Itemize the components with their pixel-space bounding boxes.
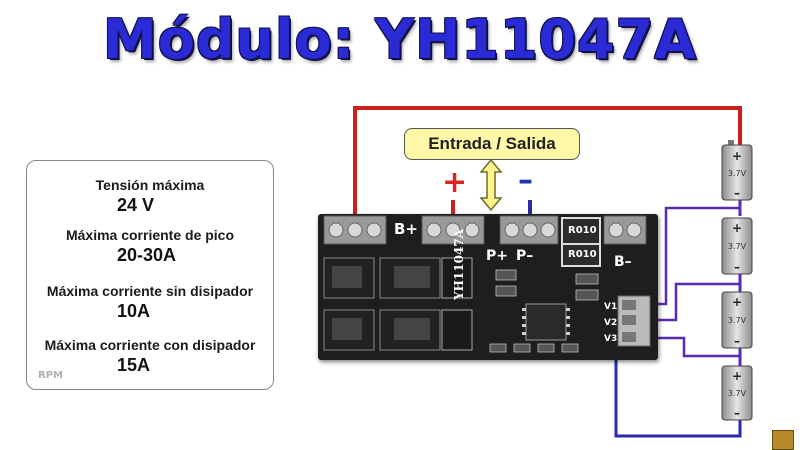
label-b-plus: B+ (394, 220, 419, 238)
label-v1: V1 (604, 302, 618, 312)
spec-label: Máxima corriente sin disipador (46, 283, 254, 299)
spec-value: 10A (117, 301, 151, 321)
minus-symbol: – (518, 163, 533, 198)
shunt-resistor-1 (561, 217, 601, 245)
spec-value: 24 V (117, 195, 155, 215)
bms-board: B+ P+ P– B– YH11047A R010 R010 V1 V2 V3 (318, 214, 658, 360)
spec-value: 20-30A (117, 245, 177, 265)
watermark: RPM (38, 370, 63, 381)
label-v3: V3 (604, 334, 618, 344)
balance-wire-1 (650, 206, 740, 306)
controller-ic (525, 303, 567, 341)
board-graphic (323, 215, 651, 353)
input-output-label: Entrada / Salida (404, 128, 580, 160)
spec-current-heatsink: Máxima corriente con disipador 15A (27, 337, 273, 376)
board-model: YH11047A (452, 229, 466, 300)
spec-value: 15A (117, 355, 151, 375)
label-v2: V2 (604, 318, 618, 328)
spec-max-voltage: Tensión máxima 24 V (27, 177, 273, 216)
channel-logo-icon (772, 430, 794, 450)
specs-panel: Tensión máxima 24 V Máxima corriente de … (26, 160, 274, 390)
balance-wire-2 (650, 282, 740, 322)
label-p-minus: P– (516, 248, 534, 264)
spec-label: Máxima corriente con disipador (44, 337, 256, 353)
resistor-code-1: R010 (568, 225, 597, 236)
label-p-plus: P+ (486, 248, 508, 264)
label-b-minus: B– (614, 254, 632, 270)
updown-arrow-icon (479, 158, 503, 212)
page-title: Módulo: YH11047A (103, 8, 697, 71)
positive-wire (353, 106, 742, 232)
resistor-code-2: R010 (568, 249, 597, 260)
shunt-resistor-2 (561, 243, 601, 267)
plus-symbol: + (442, 165, 467, 200)
spec-label: Tensión máxima (95, 177, 205, 193)
balance-wire-3 (650, 336, 740, 358)
spec-current-no-heatsink: Máxima corriente sin disipador 10A (27, 283, 273, 322)
mosfet-group (323, 257, 473, 351)
spec-label: Máxima corriente de pico (65, 227, 235, 243)
spec-peak-current: Máxima corriente de pico 20-30A (27, 227, 273, 266)
